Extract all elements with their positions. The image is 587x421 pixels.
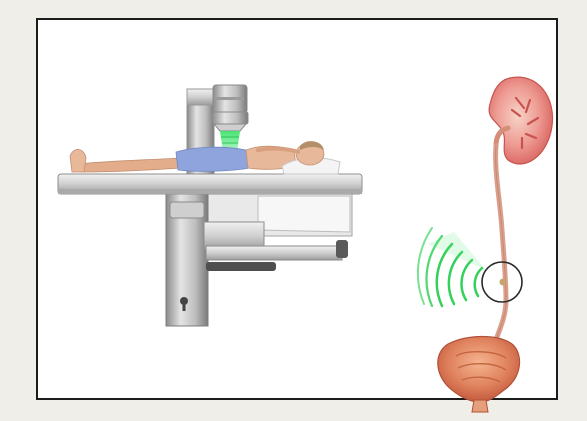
kidney-stone bbox=[500, 279, 507, 286]
table-handle bbox=[206, 262, 276, 271]
lithotripter-machine bbox=[58, 85, 362, 326]
patient-gown bbox=[176, 147, 250, 171]
shockwave-emitter-head bbox=[212, 85, 248, 131]
urinary-tract-diagram bbox=[418, 77, 553, 412]
kidney-icon bbox=[489, 77, 552, 164]
bladder-icon bbox=[438, 337, 520, 413]
table-support-beam bbox=[206, 246, 342, 260]
